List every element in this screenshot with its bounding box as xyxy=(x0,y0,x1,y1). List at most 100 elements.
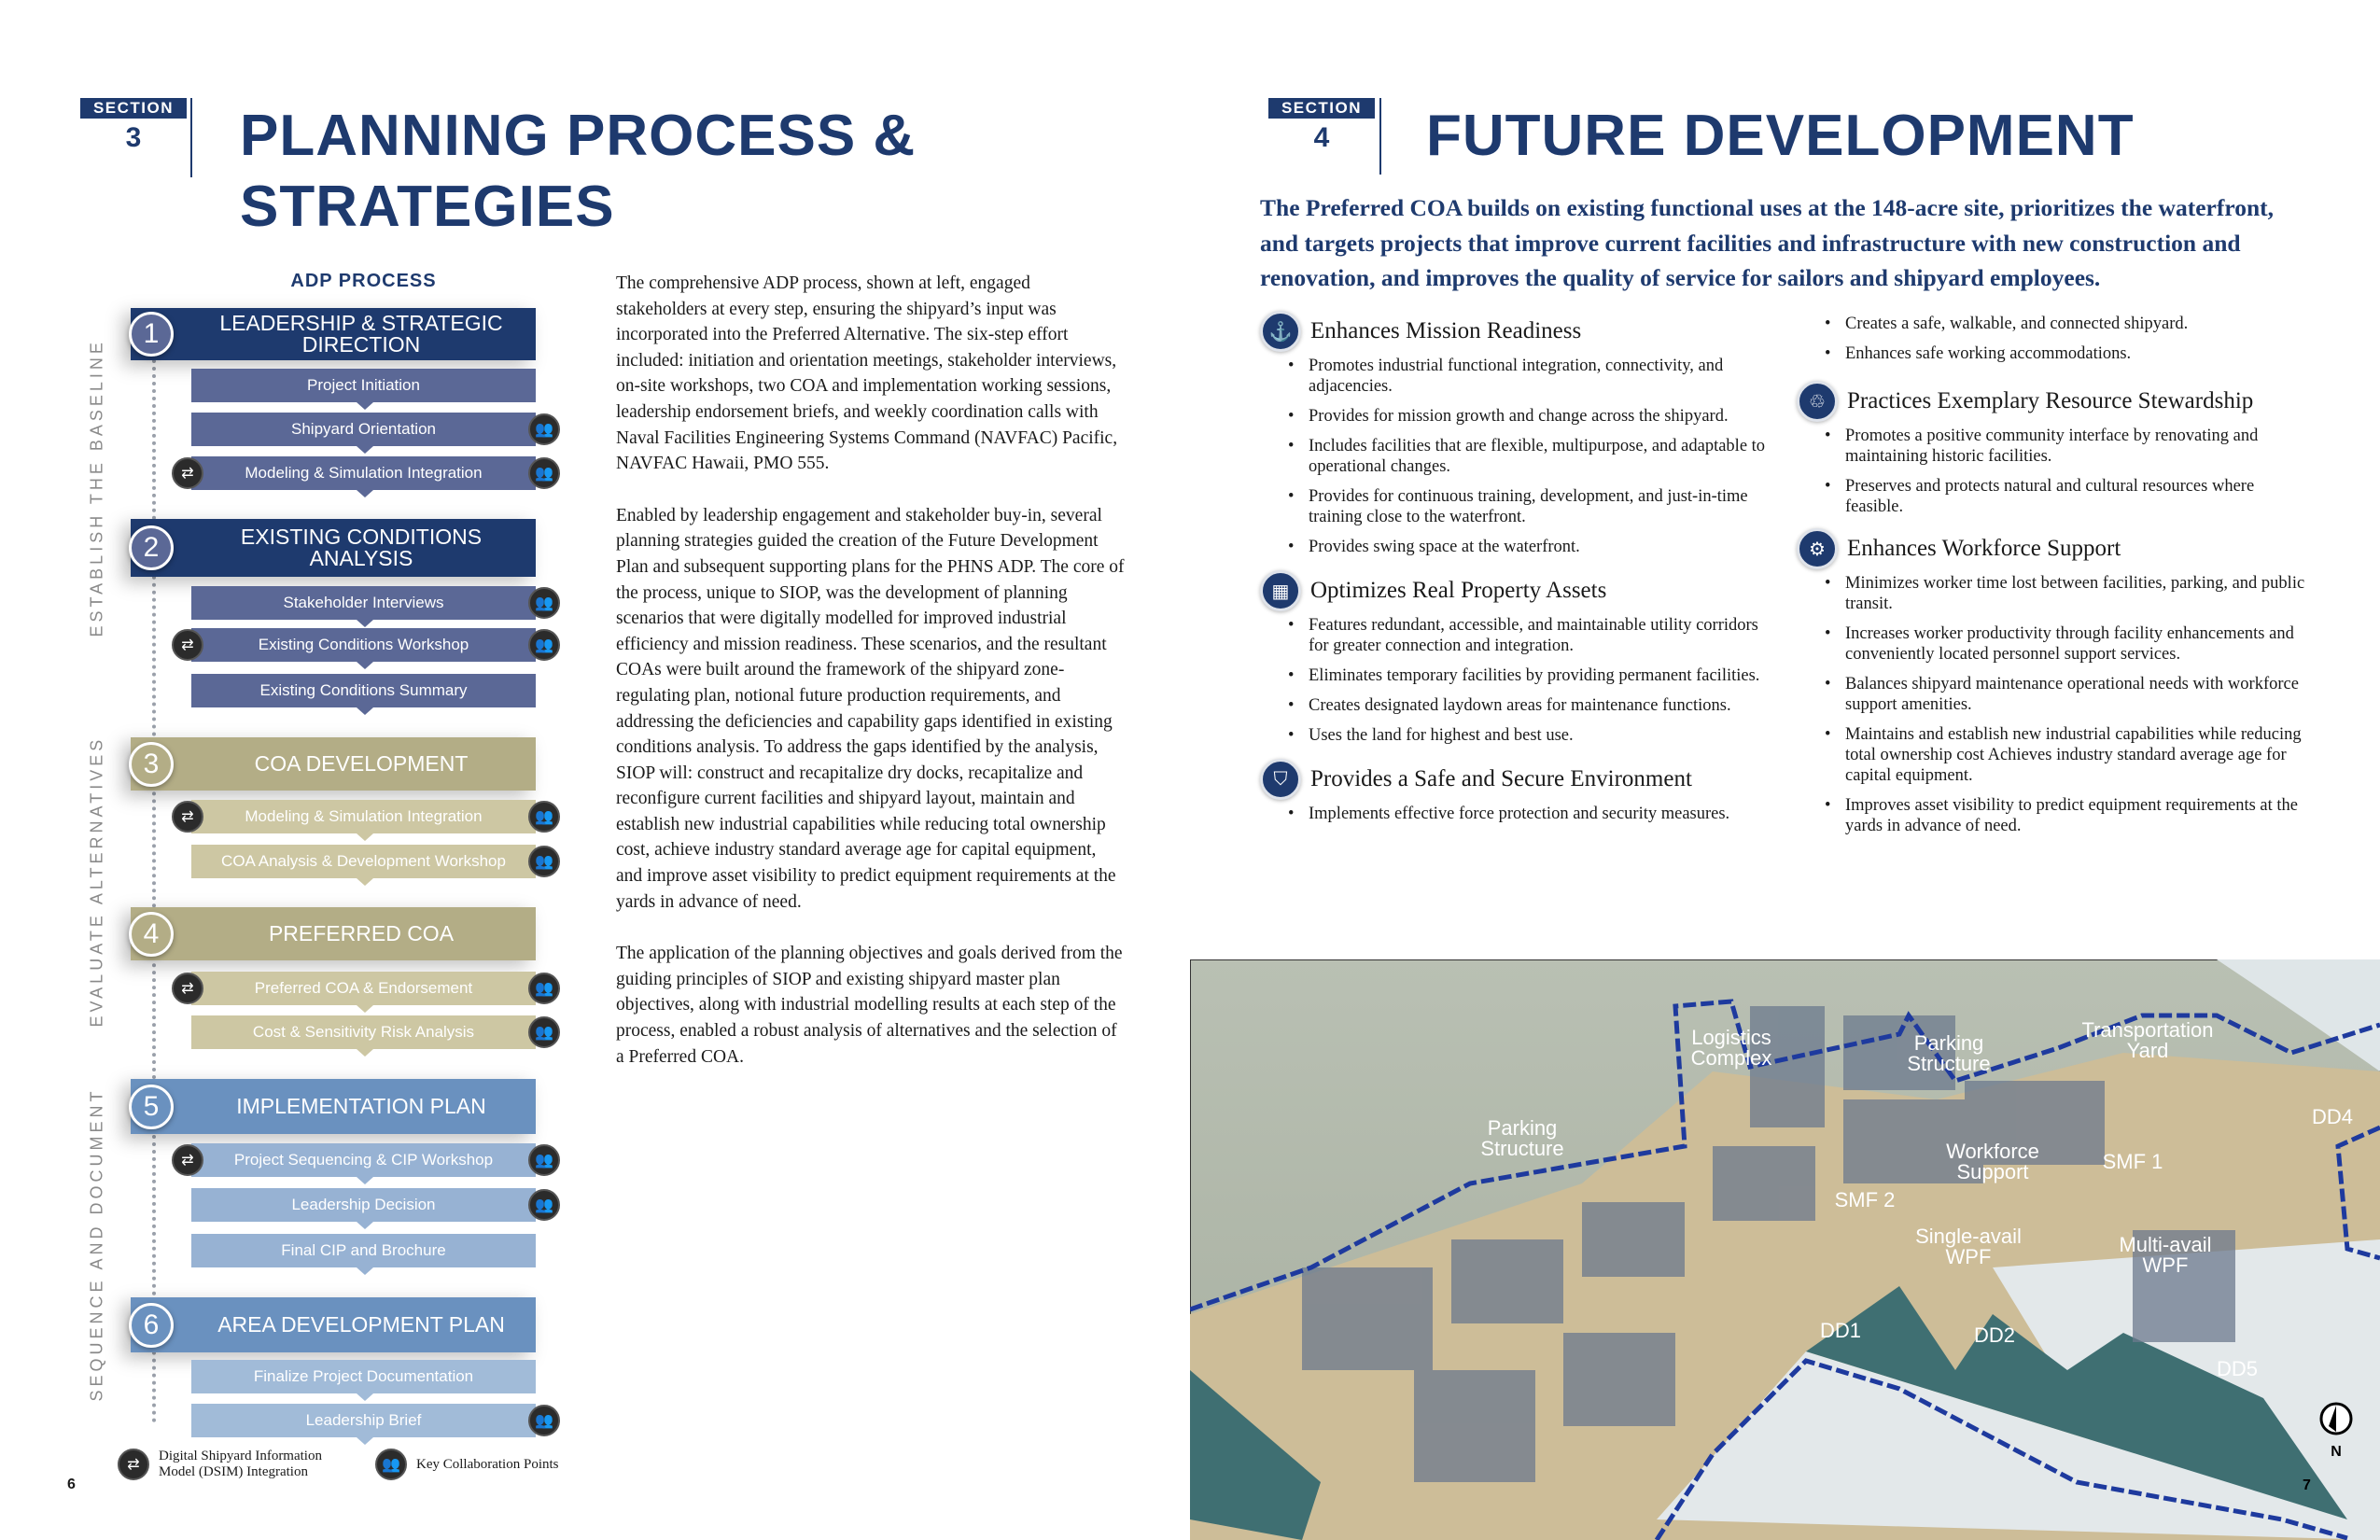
map-label-line: SMF 1 xyxy=(2103,1150,2163,1173)
benefit-heading-text: Enhances Workforce Support xyxy=(1847,536,2121,561)
step-connector-arrow xyxy=(357,402,373,410)
bullet-item: Maintains and establish new industrial c… xyxy=(1825,724,2307,786)
section-divider xyxy=(190,98,192,177)
bullet-item: Creates designated laydown areas for mai… xyxy=(1288,695,1766,716)
section-tag: SECTION 3 xyxy=(80,98,187,154)
step-header: IMPLEMENTATION PLAN xyxy=(131,1079,536,1134)
step-number-badge: 4 xyxy=(129,911,174,957)
step-header: PREFERRED COA xyxy=(131,907,536,960)
process-step: Leadership Brief xyxy=(191,1404,536,1437)
north-arrow: N xyxy=(2319,1402,2353,1460)
collaboration-icon: 👥 xyxy=(528,973,560,1004)
step-header: COA DEVELOPMENT xyxy=(131,737,536,791)
submarine-icon: ⚓ xyxy=(1260,311,1301,352)
map-label-line: Structure xyxy=(1480,1137,1563,1160)
process-step: COA Analysis & Development Workshop xyxy=(191,845,536,878)
bay-water xyxy=(2217,959,2380,1071)
collaboration-icon: 👥 xyxy=(528,1016,560,1048)
step-title: PREFERRED COA xyxy=(269,923,454,945)
benefit-heading: ⚙ Enhances Workforce Support xyxy=(1797,528,2307,569)
map-label-line: WPF xyxy=(1946,1245,1992,1268)
dry-dock-water xyxy=(1806,1286,2347,1519)
step-connector-arrow xyxy=(357,620,373,627)
benefit-heading: ⚓Enhances Mission Readiness xyxy=(1260,311,1766,352)
step-number-badge: 6 xyxy=(129,1302,174,1348)
step-connector-arrow xyxy=(357,1049,373,1057)
timeline-dots xyxy=(152,359,156,1423)
step-title: IMPLEMENTATION PLAN xyxy=(236,1096,486,1117)
buildings xyxy=(1302,1006,2235,1482)
map-label-line: WPF xyxy=(2143,1253,2189,1277)
process-step: Preferred COA & Endorsement xyxy=(191,972,536,1005)
process-step: Stakeholder Interviews xyxy=(191,586,536,620)
bullet-item: Features redundant, accessible, and main… xyxy=(1288,615,1766,656)
bullet-list: Minimizes worker time lost between facil… xyxy=(1825,573,2307,836)
bullet-item: Includes facilities that are flexible, m… xyxy=(1288,436,1766,477)
benefit-group: ⚙ Enhances Workforce SupportMinimizes wor… xyxy=(1797,528,2307,836)
map-label-line: DD2 xyxy=(1974,1323,2015,1347)
step-connector-arrow xyxy=(357,662,373,669)
bullet-item: Balances shipyard maintenance operationa… xyxy=(1825,674,2307,715)
step-title-line: EXISTING CONDITIONS xyxy=(240,525,483,549)
process-step: Modeling & Simulation Integration xyxy=(191,800,536,833)
bullet-item: Provides for continuous training, develo… xyxy=(1288,486,1766,527)
step-connector-arrow xyxy=(357,878,373,886)
map-label-line: Parking xyxy=(1488,1116,1558,1140)
workforce-icon: ⚙ xyxy=(1797,528,1838,569)
map-label-dd1: DD1 xyxy=(1820,1319,1861,1342)
process-step: Project Sequencing & CIP Workshop xyxy=(191,1143,536,1177)
step-header: AREA DEVELOPMENT PLAN xyxy=(131,1297,536,1352)
benefits-column-left: ⚓Enhances Mission ReadinessPromotes indu… xyxy=(1260,311,1766,837)
map-label-line: DD5 xyxy=(2217,1357,2258,1380)
collaboration-icon: 👥 xyxy=(528,413,560,445)
step-connector-arrow xyxy=(357,1005,373,1013)
step-title-line: LEADERSHIP & STRATEGIC xyxy=(219,311,503,335)
collaboration-icon: 👥 xyxy=(528,629,560,661)
map-label-line: Logistics xyxy=(1691,1026,1771,1049)
benefit-group: ⛉Provides a Safe and Secure EnvironmentI… xyxy=(1260,759,1766,824)
step-connector-arrow xyxy=(357,1177,373,1184)
dsim-icon: ⇄ xyxy=(172,457,203,489)
map-label-dd4: DD4 xyxy=(2312,1105,2353,1128)
process-step: Finalize Project Documentation xyxy=(191,1360,536,1393)
map-label-line: Multi-avail xyxy=(2119,1233,2211,1256)
map-label-line: SMF 2 xyxy=(1835,1188,1896,1211)
bullet-list: Creates a safe, walkable, and connected … xyxy=(1825,314,2307,364)
collaboration-icon: 👥 xyxy=(528,801,560,833)
bullet-item: Increases worker productivity through fa… xyxy=(1825,623,2307,665)
process-step: Shipyard Orientation xyxy=(191,413,536,446)
collaboration-icon: 👥 xyxy=(528,846,560,877)
step-connector-arrow xyxy=(357,1267,373,1275)
buildings-icon: ▦ xyxy=(1260,570,1301,611)
map-label-line: DD4 xyxy=(2312,1105,2353,1128)
page-number: 6 xyxy=(67,1477,76,1492)
section-divider xyxy=(1379,98,1381,175)
map-label-smf-2: SMF 2 xyxy=(1835,1188,1896,1211)
phase-label-baseline: ESTABLISH THE BASELINE xyxy=(87,339,106,637)
collaboration-icon: 👥 xyxy=(528,1144,560,1176)
map-label-line: Workforce xyxy=(1946,1140,2039,1163)
step-number-badge: 3 xyxy=(129,741,174,787)
process-step: Modeling & Simulation Integration xyxy=(191,456,536,490)
benefit-heading: ▦Optimizes Real Property Assets xyxy=(1260,570,1766,611)
pier-water xyxy=(1190,1370,1321,1540)
collaboration-icon: 👥 xyxy=(528,587,560,619)
bullet-item: Provides for mission growth and change a… xyxy=(1288,406,1766,427)
intro-text: The Preferred COA builds on existing fun… xyxy=(1260,194,2274,291)
bullet-list: Implements effective force protection an… xyxy=(1288,804,1766,824)
step-connector-arrow xyxy=(357,1222,373,1229)
step-number-badge: 1 xyxy=(129,312,174,357)
map-label-smf-1: SMF 1 xyxy=(2103,1150,2163,1173)
section-number: 3 xyxy=(125,122,142,153)
bullet-item: Provides swing space at the waterfront. xyxy=(1288,537,1766,557)
step-connector-arrow xyxy=(357,446,373,454)
bullet-item: Eliminates temporary facilities by provi… xyxy=(1288,665,1766,686)
bullet-item: Promotes a positive community interface … xyxy=(1825,426,2307,467)
